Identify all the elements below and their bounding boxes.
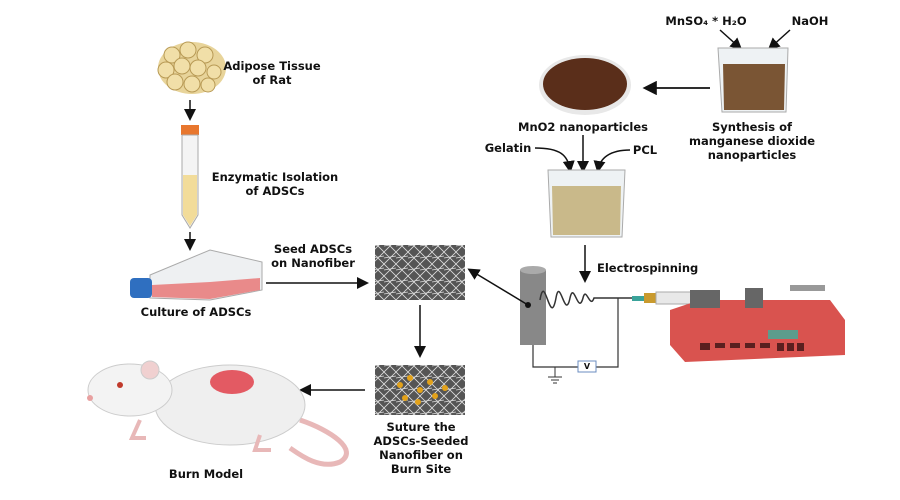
mno2-label: MnO2 nanoparticles [518, 120, 648, 134]
synthesis-label: Synthesis of manganese dioxide nanoparti… [689, 120, 815, 162]
petri-dish-icon [539, 55, 631, 115]
arrow [467, 268, 529, 306]
adipose-label: Adipose Tissue of Rat [223, 59, 320, 87]
label-line: manganese dioxide [688, 134, 816, 148]
pcl-label: PCL [632, 143, 658, 157]
fiber-jet [539, 290, 640, 309]
label-line: Enzymatic Isolation [211, 170, 339, 184]
enzymatic-label: Enzymatic Isolation of ADSCs [212, 170, 339, 198]
arrow [719, 29, 743, 51]
naoh-label: NaOH [791, 14, 829, 28]
suture-label: Suture the ADSCs-Seeded Nanofiber on Bur… [374, 420, 469, 476]
seeded-nanofiber-image [375, 365, 465, 415]
label-line: ADSCs-Seeded [373, 434, 469, 448]
culture-flask-icon [130, 249, 263, 301]
label-line: Seed ADSCs [273, 242, 353, 256]
beaker-icon [547, 169, 626, 238]
syringe-pump-icon [632, 285, 845, 362]
arrow [593, 149, 631, 173]
voltmeter-label: V [583, 362, 591, 371]
gelatin-label: Gelatin [484, 141, 532, 155]
label-line: on Nanofiber [271, 256, 355, 270]
beaker-icon [717, 47, 789, 113]
circuit-wire [532, 298, 619, 368]
centrifuge-tube-icon [181, 125, 199, 229]
mnso4-label: MnSO₄ * H₂O [665, 14, 747, 28]
adipose-tissue-icon [157, 41, 226, 94]
label-line: Adipose Tissue [223, 59, 321, 73]
label-line: Suture the [386, 420, 456, 434]
rat-illustration [87, 360, 349, 467]
ground-icon [548, 367, 562, 384]
burn-model-label: Burn Model [168, 467, 244, 481]
nanofiber-image [375, 245, 465, 300]
label-line: Nanofiber on [379, 448, 463, 462]
label-line: of Rat [252, 73, 292, 87]
culture-label: Culture of ADSCs [140, 305, 252, 319]
label-line: Synthesis of [712, 120, 792, 134]
label-line: of ADSCs [245, 184, 305, 198]
label-line: Burn Site [390, 462, 452, 476]
label-line: nanoparticles [707, 148, 797, 162]
electrospinning-label: Electrospinning [597, 261, 699, 275]
seed-label: Seed ADSCs on Nanofiber [271, 242, 355, 270]
arrow [767, 29, 791, 51]
voltmeter [577, 360, 597, 373]
arrow [534, 147, 575, 173]
collector-drum-icon [520, 266, 546, 345]
